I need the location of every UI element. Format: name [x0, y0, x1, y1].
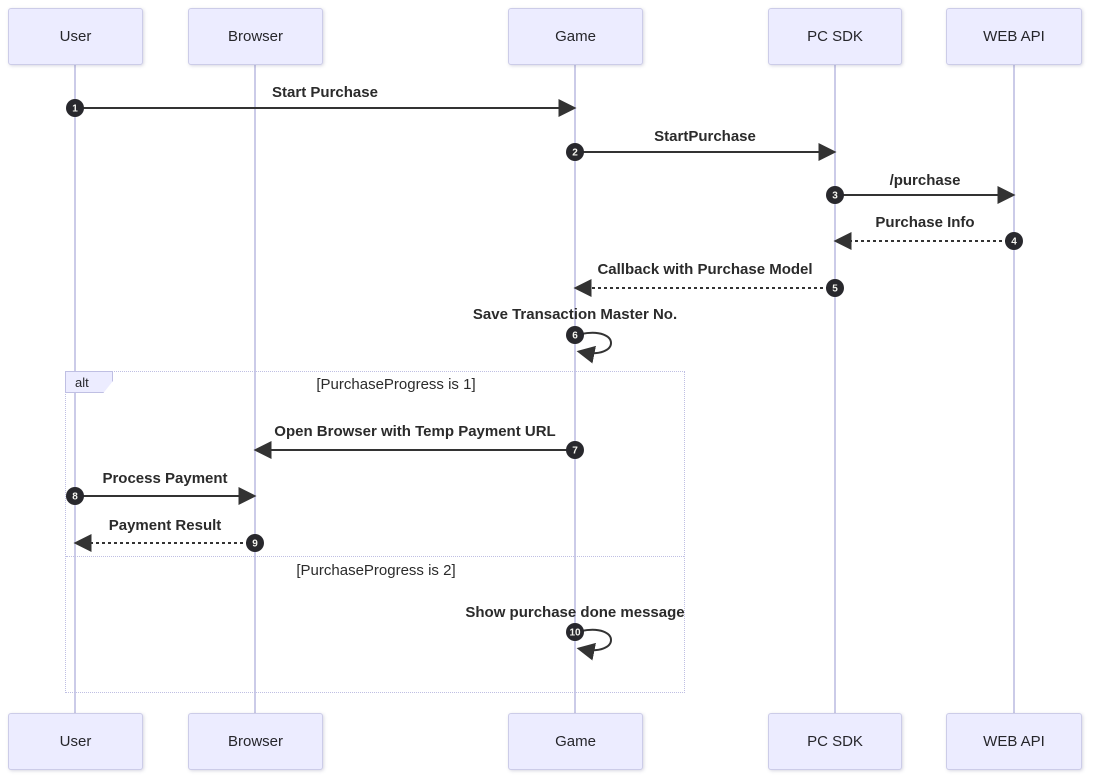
actor-box-web-api-top: WEB API [946, 8, 1082, 65]
message-label-callback: Callback with Purchase Model [597, 261, 813, 278]
actor-box-game-top: Game [508, 8, 643, 65]
seq-badge-number: 1 [72, 104, 78, 115]
message-label-purchase-endpoint: /purchase [889, 172, 961, 189]
seq-badge-9: 9 [246, 534, 264, 552]
seq-badge-5: 5 [826, 279, 844, 297]
self-loop-show-done [576, 628, 612, 661]
actor-box-user-top: User [8, 8, 143, 65]
seq-badge-6: 6 [566, 326, 584, 344]
actor-box-browser-bottom: Browser [188, 713, 323, 770]
lifeline-browser [254, 65, 256, 713]
seq-badge-number: 3 [832, 191, 838, 202]
seq-badge-circle [66, 99, 84, 117]
actor-box-game-bottom: Game [508, 713, 643, 770]
seq-badge-number: 10 [569, 628, 581, 639]
seq-badge-circle [1005, 232, 1023, 250]
message-label-start-purchase: Start Purchase [272, 84, 378, 101]
self-loop-save-transaction [576, 331, 612, 364]
seq-badge-4: 4 [1005, 232, 1023, 250]
seq-badge-number: 8 [72, 492, 78, 503]
message-label-startpurchase: StartPurchase [654, 128, 756, 145]
seq-badge-circle [566, 326, 584, 344]
seq-badge-circle [826, 186, 844, 204]
seq-badge-3: 3 [826, 186, 844, 204]
actor-box-web-api-bottom: WEB API [946, 713, 1082, 770]
seq-badge-circle [566, 441, 584, 459]
lifeline-pc-sdk [834, 65, 836, 713]
message-label-open-browser: Open Browser with Temp Payment URL [274, 423, 556, 440]
seq-badge-8: 8 [66, 487, 84, 505]
seq-badge-10: 10 [566, 623, 584, 641]
seq-badge-circle [826, 279, 844, 297]
alt-frame [65, 371, 685, 693]
message-label-save-transaction: Save Transaction Master No. [472, 306, 678, 323]
actor-box-pc-sdk-bottom: PC SDK [768, 713, 902, 770]
alt-condition-2: [PurchaseProgress is 2] [296, 562, 456, 579]
message-label-show-done: Show purchase done message [465, 604, 685, 621]
seq-badge-7: 7 [566, 441, 584, 459]
lifeline-game [574, 65, 576, 713]
seq-badge-2: 2 [566, 143, 584, 161]
actor-box-pc-sdk-top: PC SDK [768, 8, 902, 65]
seq-badge-circle [66, 487, 84, 505]
seq-badge-circle [566, 623, 584, 641]
seq-badge-circle [246, 534, 264, 552]
actor-box-user-bottom: User [8, 713, 143, 770]
seq-badge-number: 7 [572, 446, 578, 457]
alt-else-divider [66, 556, 684, 557]
message-label-purchase-info: Purchase Info [875, 214, 975, 231]
seq-badge-circle [566, 143, 584, 161]
seq-badge-number: 2 [572, 148, 578, 159]
message-label-payment-result: Payment Result [108, 517, 222, 534]
seq-badge-number: 6 [572, 331, 578, 342]
alt-condition-1: [PurchaseProgress is 1] [316, 376, 476, 393]
message-label-process-payment: Process Payment [102, 470, 228, 487]
seq-badge-number: 9 [252, 539, 258, 550]
seq-badge-number: 5 [832, 284, 838, 295]
seq-badge-number: 4 [1011, 237, 1017, 248]
lifeline-web-api [1013, 65, 1015, 713]
actor-box-browser-top: Browser [188, 8, 323, 65]
seq-badge-1: 1 [66, 99, 84, 117]
